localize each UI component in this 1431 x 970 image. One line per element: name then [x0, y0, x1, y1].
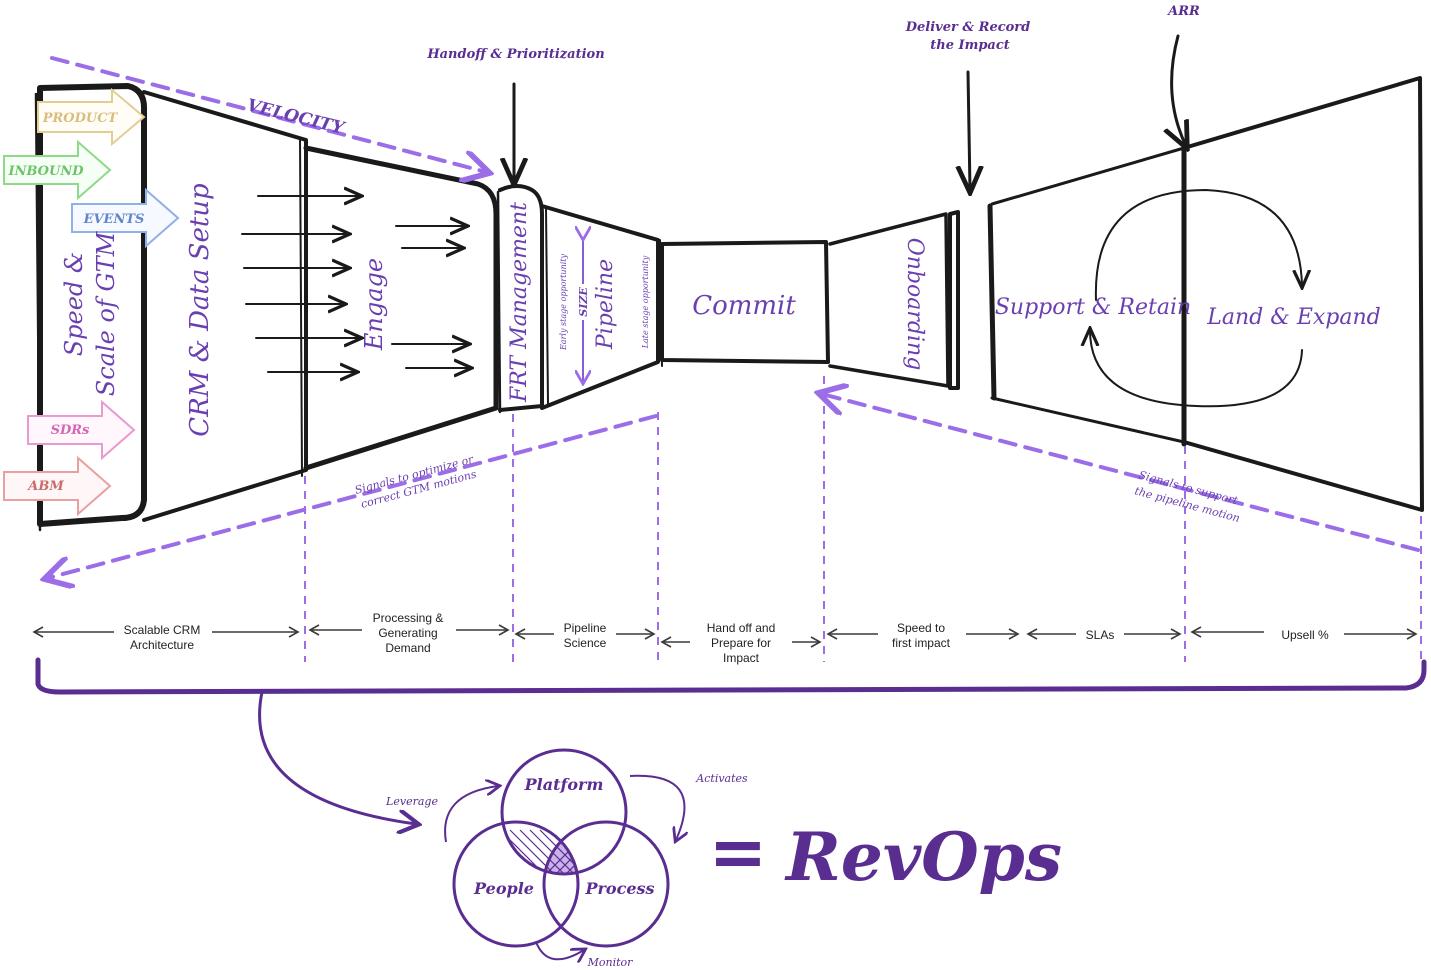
people-label: People	[473, 879, 534, 898]
size-label: SIZE	[577, 287, 590, 317]
engage-flow-arrows	[241, 196, 470, 372]
events-arrow: EVENTS	[71, 187, 180, 249]
land-label: Land & Expand	[1206, 305, 1380, 330]
measure-label-2c: Demand	[385, 641, 430, 655]
abm-label: ABM	[26, 479, 64, 494]
platform-label: Platform	[524, 775, 604, 794]
product-arrow: PRODUCT	[37, 87, 146, 147]
speed-label-line1: Speed &	[60, 252, 88, 357]
venn-diagram: Platform People Process Leverage Activat…	[385, 748, 748, 969]
deliver-label-line1: Deliver & Record	[905, 20, 1030, 35]
product-label: PRODUCT	[42, 111, 119, 126]
deliver-label-line2: the Impact	[930, 38, 1010, 53]
process-circle	[542, 820, 670, 948]
activates-label: Activates	[695, 772, 748, 785]
speed-label-line2: Scale of GTM	[92, 230, 120, 396]
bracket-to-venn-arrow	[258, 691, 416, 824]
measure-label-2b: Generating	[378, 626, 437, 640]
equals-sign: =	[709, 811, 768, 893]
support-label: Support & Retain	[995, 295, 1191, 320]
measure-label-5a: Speed to	[897, 621, 945, 635]
measure-label-2a: Processing &	[373, 611, 444, 625]
people-circle	[452, 820, 580, 948]
measure-label-3a: Pipeline	[564, 621, 607, 635]
measure-label-7: Upsell %	[1281, 628, 1329, 642]
monitor-label: Monitor	[587, 956, 634, 969]
inbound-label: INBOUND	[7, 164, 84, 179]
late-stage-label: Late stage opportunity	[641, 255, 650, 349]
input-arrows: PRODUCT INBOUND EVENTS SDRs ABM	[3, 87, 180, 517]
platform-circle	[500, 748, 628, 876]
measure-label-5b: first impact	[892, 636, 951, 650]
measure-label-4b: Prepare for	[711, 636, 771, 650]
sdrs-arrow: SDRs	[27, 399, 136, 461]
bottom-bracket	[35, 657, 1427, 695]
measure-label-6: SLAs	[1086, 628, 1115, 642]
frt-label: FRT Management	[507, 202, 532, 403]
crm-label: CRM & Data Setup	[185, 183, 215, 437]
measure-label-1a: Scalable CRM	[124, 623, 201, 637]
leverage-label: Leverage	[385, 795, 438, 808]
signals-left-arrow	[48, 414, 658, 578]
events-label: EVENTS	[83, 212, 145, 227]
pipeline-label: Pipeline	[593, 259, 618, 350]
velocity-label: VELOCITY	[245, 95, 348, 139]
sdrs-label: SDRs	[51, 423, 90, 438]
measure-label-3b: Science	[564, 636, 607, 650]
velocity-arrow	[50, 56, 486, 172]
measure-label-4c: Impact	[723, 651, 760, 665]
process-label: Process	[584, 879, 654, 898]
top-pointer-arrows	[514, 34, 1186, 190]
measure-label-1b: Architecture	[130, 638, 194, 652]
commit-label: Commit	[692, 291, 796, 321]
engage-label: Engage	[360, 258, 388, 351]
inbound-arrow: INBOUND	[3, 139, 112, 201]
signals-right-arrow	[822, 394, 1420, 552]
abm-arrow: ABM	[3, 455, 112, 517]
measure-row: Scalable CRM Architecture Processing & G…	[32, 611, 1418, 665]
measure-label-4a: Hand off and	[707, 621, 776, 635]
early-stage-label: Early stage opportunity	[559, 253, 568, 351]
stage-dividers	[304, 376, 1422, 662]
onboarding-label: Onboarding	[902, 238, 927, 371]
handoff-label: Handoff & Prioritization	[426, 47, 604, 62]
arr-label: ARR	[1166, 4, 1200, 19]
revops-title: RevOps	[784, 818, 1062, 896]
